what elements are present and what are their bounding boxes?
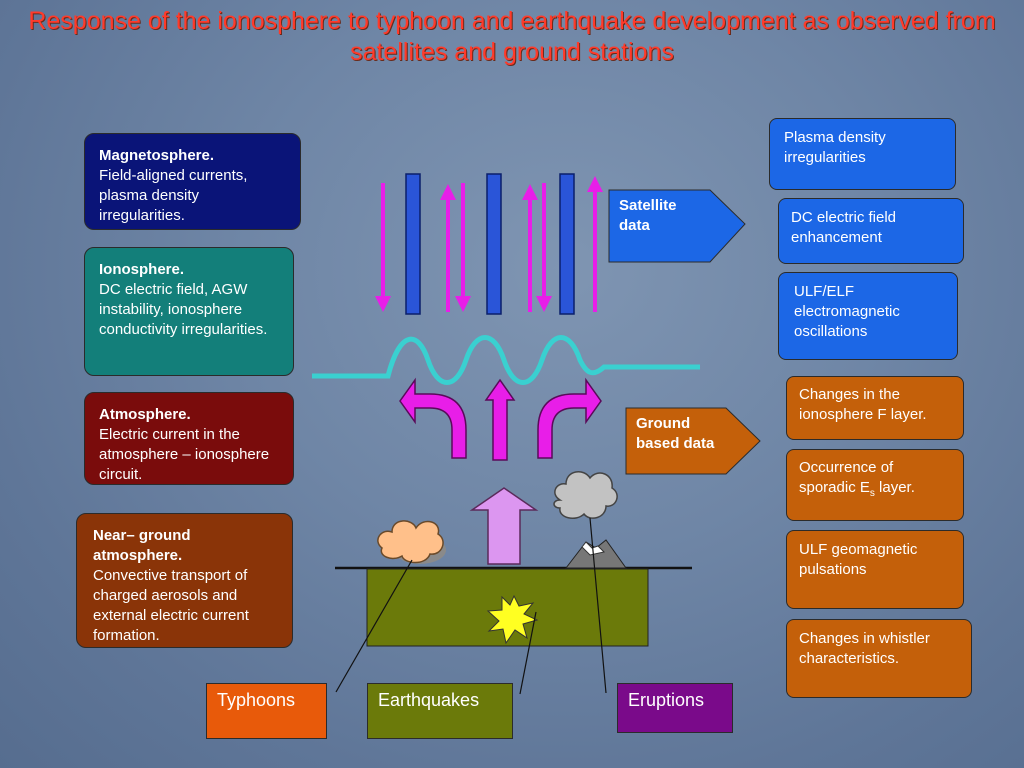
curved-arrow-left [399, 377, 467, 459]
curved-arrow-right [537, 377, 602, 459]
sporadic-es-prefix: Occurrence of sporadic E [799, 459, 894, 496]
typhoon-connector [335, 559, 413, 693]
page-title: Response of the ionosphere to typhoon an… [28, 7, 996, 66]
ground-item-ulf-pulsations: ULF geomagnetic pulsations [786, 530, 964, 609]
ground-item-sporadic-es: Occurrence of sporadic Es layer. [786, 449, 964, 521]
satellite-data-arrow [608, 189, 746, 263]
field-line-bar [559, 173, 575, 315]
eruption-connector [589, 517, 607, 694]
near-ground-text: Convective transport of charged aerosols… [93, 567, 249, 644]
near-ground-box: Near– ground atmosphere. Convective tran… [76, 513, 293, 648]
atmosphere-heading: Atmosphere. [99, 406, 191, 423]
magnetosphere-text: Field-aligned currents, plasma density i… [99, 167, 248, 224]
ground-data-label: Ground based data [636, 415, 715, 452]
ground-data-arrow [625, 407, 761, 475]
satellite-item-plasma: Plasma density irregularities [769, 118, 956, 190]
satellite-item-dc-field: DC electric field enhancement [778, 198, 964, 264]
satellite-data-label: Satellite data [619, 197, 677, 234]
volcano-icon [564, 539, 627, 569]
upward-transport-arrow [469, 487, 539, 565]
ash-cloud-icon [553, 471, 618, 520]
straight-arrow-up [484, 378, 516, 461]
ground-item-whistler: Changes in whistler characteristics. [786, 619, 972, 698]
sporadic-es-subscript: s [869, 488, 875, 499]
magnetosphere-heading: Magnetosphere. [99, 147, 215, 164]
near-ground-heading: Near– ground atmosphere. [93, 527, 191, 564]
ground-item-f-layer: Changes in the ionosphere F layer. [786, 376, 964, 440]
atmosphere-box: Atmosphere. Electric current in the atmo… [84, 392, 294, 485]
atmosphere-text: Electric current in the atmosphere – ion… [99, 426, 270, 483]
field-line-bar [405, 173, 421, 315]
earthquake-burst-icon [486, 594, 539, 645]
gravity-wave [312, 335, 700, 385]
sporadic-es-suffix: layer. [874, 479, 915, 496]
eruptions-label: Eruptions [617, 683, 733, 733]
satellite-item-ulf-elf: ULF/ELF electromagnetic oscillations [778, 272, 958, 360]
ionosphere-heading: Ionosphere. [99, 261, 185, 278]
earthquake-connector [519, 611, 537, 695]
typhoons-label: Typhoons [206, 683, 327, 739]
ionosphere-box: Ionosphere. DC electric field, AGW insta… [84, 247, 294, 376]
field-line-bar [486, 173, 502, 315]
earthquakes-label: Earthquakes [367, 683, 513, 739]
magnetosphere-box: Magnetosphere. Field-aligned currents, p… [84, 133, 301, 230]
ionosphere-text: DC electric field, AGW instability, iono… [99, 281, 268, 338]
typhoon-cloud-icon [377, 520, 446, 564]
